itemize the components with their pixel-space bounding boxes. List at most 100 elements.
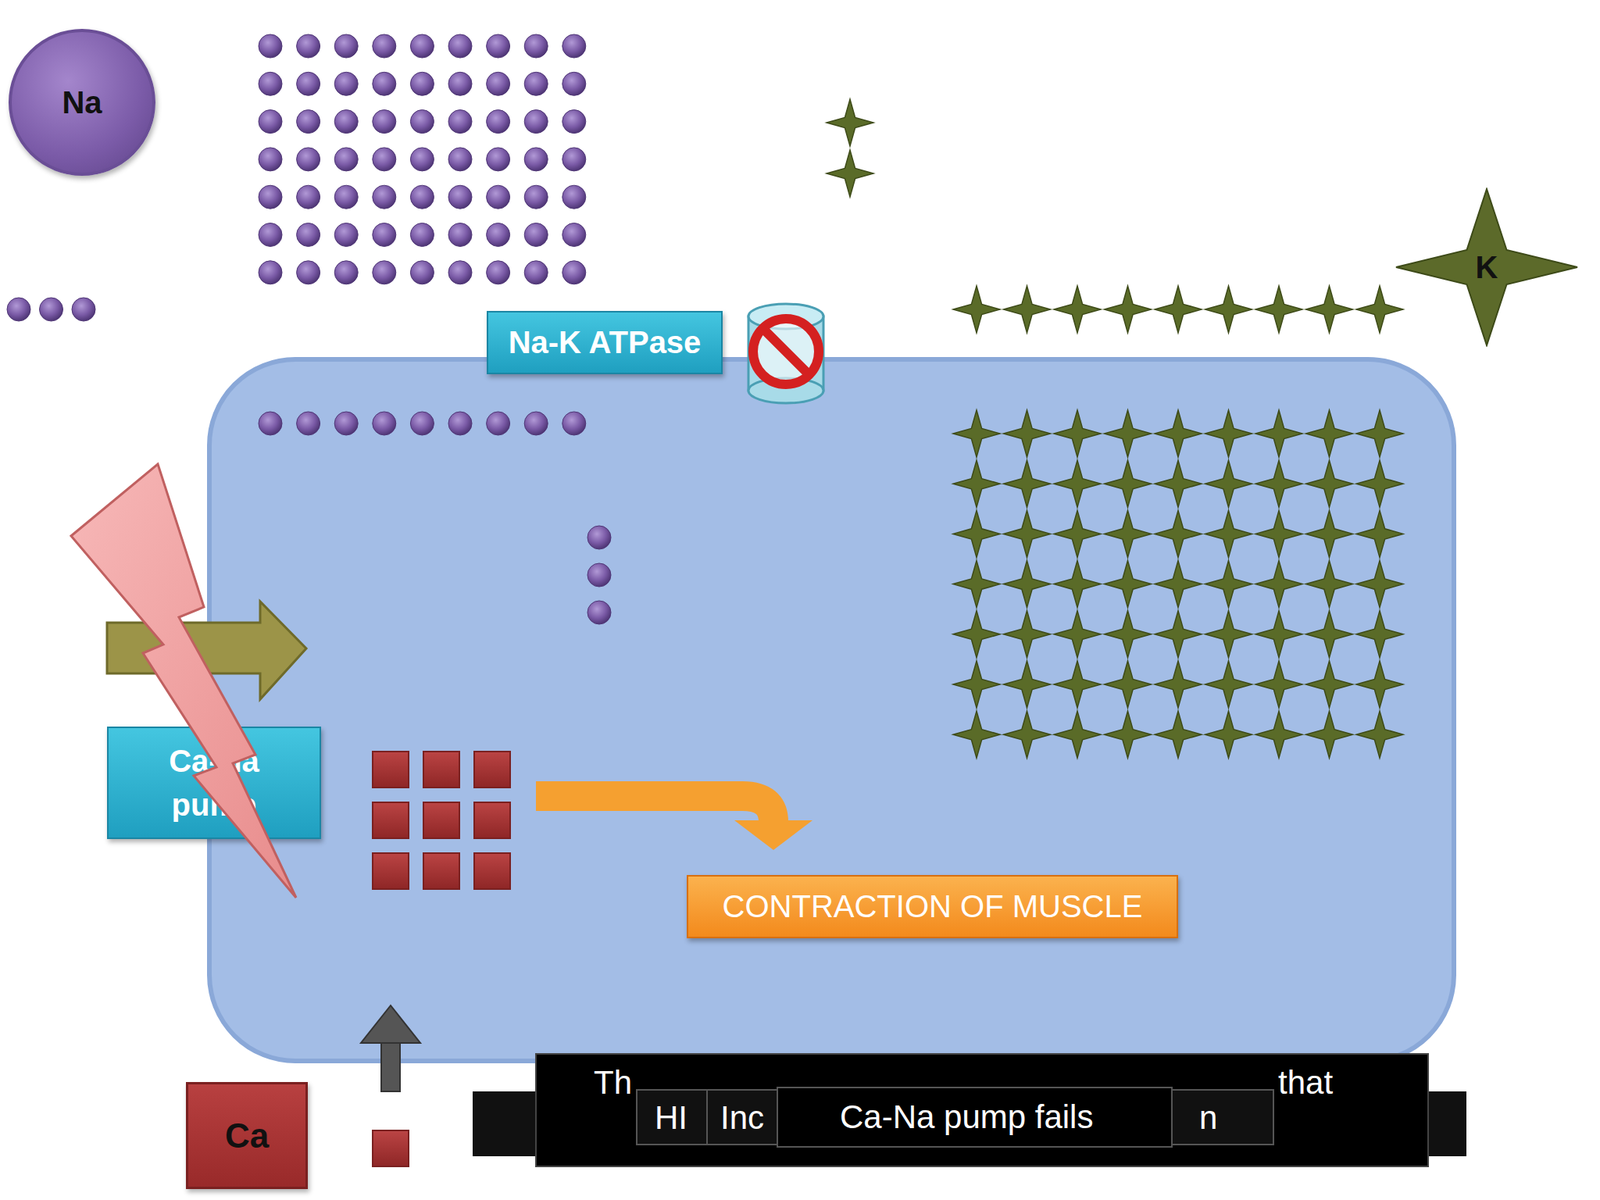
potassium-ion [1003,460,1051,508]
subtitle-text: Ca-Na pump fails [839,1100,1093,1134]
potassium-ion [1306,610,1354,658]
potassium-ion [1003,610,1051,658]
sodium-ion [410,185,434,209]
potassium-ion [1053,460,1101,508]
sodium-ion [334,185,358,209]
potassium-ion [953,510,1000,558]
potassium-ion [1306,660,1354,708]
potassium-ion [1154,660,1202,708]
calcium-ion [372,1130,409,1167]
sodium-ion [562,110,586,134]
sodium-ion [524,185,548,209]
sodium-ion [486,260,511,285]
sodium-ion [410,110,434,134]
node-text: Ca [225,1116,269,1156]
potassium-ion [953,285,1000,333]
potassium-ion [1104,460,1152,508]
potassium-ion [1003,410,1051,458]
potassium-ion [1356,460,1404,508]
potassium-ion [1053,560,1101,608]
potassium-ion [953,660,1000,708]
calcium-ion [372,751,409,788]
potassium-ion [1356,610,1404,658]
subtitle-bar [535,1053,1429,1167]
pump-box: Na-K ATPase [486,310,723,375]
sodium-ion [448,260,472,285]
potassium-ion [1154,460,1202,508]
sodium-ion [258,260,283,285]
potassium-ion [1255,610,1303,658]
subtitle-text: HI [654,1101,688,1135]
sodium-ion [562,260,586,285]
potassium-ion [1104,660,1152,708]
node-text: CONTRACTION OF MUSCLE [722,889,1143,925]
sodium-ion [258,223,283,247]
potassium-ion [1053,410,1101,458]
sodium-ion [562,147,586,172]
sodium-ion [258,147,283,172]
potassium-ion [1306,560,1354,608]
potassium-ion [1003,710,1051,758]
sodium-ion [486,71,511,96]
sodium-ion [334,260,358,285]
potassium-ion [1306,710,1354,758]
sodium-ion [486,411,511,436]
potassium-ion [1356,710,1404,758]
sodium-ion [486,223,511,247]
sodium-ion [39,297,64,322]
potassium-ion [1306,410,1354,458]
calcium-ion [474,751,511,788]
sodium-ion [296,223,321,247]
sodium-ion [448,110,472,134]
potassium-ion [1053,660,1101,708]
sodium-ion [410,411,434,436]
calcium-box: Ca [185,1082,308,1190]
calcium-ion [423,802,460,839]
subtitle-bar [707,1089,782,1145]
potassium-ion [1205,710,1253,758]
sodium-ion [410,223,434,247]
potassium-ion [1205,410,1253,458]
sodium-ion [7,297,31,322]
sodium-ion [448,34,472,58]
star-shape [1396,189,1578,346]
subtitle-text: Th [593,1066,633,1100]
potassium-ion [1255,710,1303,758]
potassium-ion [953,710,1000,758]
calcium-ion [372,853,409,890]
potassium-ion [826,150,874,197]
potassium-ion [1154,710,1202,758]
potassium-ion [1255,410,1303,458]
node-text: Na [61,85,102,121]
sodium-ion [562,71,586,96]
block-symbol [753,318,819,385]
potassium-ion [1053,510,1101,558]
subtitle-bar [636,1089,711,1145]
sodium-ion [448,185,472,209]
potassium-ion [1205,660,1253,708]
sodium-ion [587,563,611,587]
potassium-ion [1356,285,1404,333]
sodium-ion [524,71,548,96]
potassium-ion [953,560,1000,608]
sodium-ion [410,147,434,172]
calcium-ion [423,853,460,890]
sodium-ion [410,260,434,285]
sodium-ion [524,147,548,172]
process-box: CONTRACTION OF MUSCLE [686,875,1179,939]
subtitle-bar [777,1087,1172,1147]
potassium-ion [1154,410,1202,458]
sodium-ion [587,600,611,625]
sodium-ion [71,297,96,322]
potassium-ion [1356,410,1404,458]
potassium-ion [1154,560,1202,608]
calcium-influx-arrow [360,1005,421,1092]
potassium-ion [1255,460,1303,508]
node-text: K [1475,250,1499,286]
sodium-ion [372,260,397,285]
potassium-ion [1306,285,1354,333]
sodium-ion [524,411,548,436]
